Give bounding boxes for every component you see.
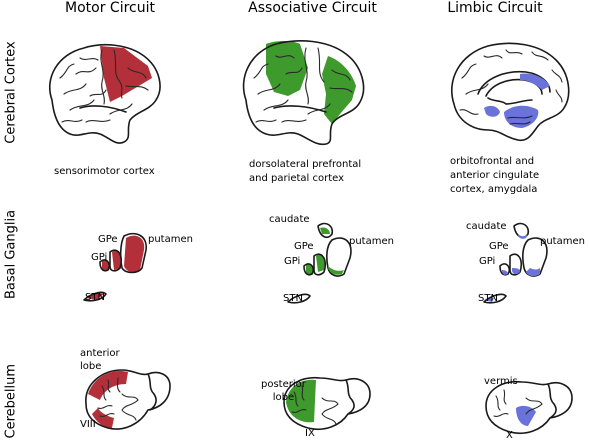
associative-label-gpi: GPi [284,256,301,267]
limbic-basal-ganglia [483,222,548,304]
associative-label-putamen: putamen [349,236,394,247]
limbic-cortex-brain [450,42,570,142]
caption-associative: dorsolateral prefrontal and parietal cor… [249,159,362,184]
motor-label-putamen: putamen [148,234,193,245]
column-title-associative: Associative Circuit [248,0,377,16]
limbic-label-gpe: GPe [489,241,509,252]
column-title-motor: Motor Circuit [65,0,155,16]
motor-basal-ganglia [83,232,147,302]
motor-label-anterior-lobe: anterior lobe [80,348,120,372]
associative-cerebellum [283,377,371,430]
motor-label-gpe: GPe [98,234,118,245]
motor-label-gpi: GPi [91,252,108,263]
limbic-label-caudate: caudate [466,221,507,232]
limbic-label-gpi: GPi [479,256,496,267]
caption-motor: sensorimotor cortex [54,166,155,177]
motor-cerebellum [85,369,171,430]
motor-label-lobule: VIII [80,419,96,430]
associative-cortex-brain [242,40,365,146]
associative-label-gpe: GPe [294,241,314,252]
limbic-label-lobule: X [506,430,513,441]
column-title-limbic: Limbic Circuit [447,0,543,16]
row-title-cerebellum: Cerebellum [3,363,19,439]
limbic-label-vermis: vermis [484,376,518,387]
caption-limbic: orbitofrontal and anterior cingulate cor… [450,156,540,195]
limbic-cerebellum [485,381,573,434]
associative-label-posterior-lobe: posterior lobe [261,379,306,403]
associative-label-lobule: IX [305,428,315,439]
associative-label-stn: STN [283,293,303,304]
limbic-label-stn: STN [478,293,498,304]
motor-cortex-brain [49,43,161,144]
row-title-basal-ganglia: Basal Ganglia [3,209,19,300]
row-title-cortex: Cerebral Cortex [3,41,19,144]
associative-basal-ganglia [287,222,352,304]
associative-label-caudate: caudate [269,214,310,225]
motor-label-stn: STN [85,292,105,303]
limbic-label-putamen: putamen [540,236,585,247]
